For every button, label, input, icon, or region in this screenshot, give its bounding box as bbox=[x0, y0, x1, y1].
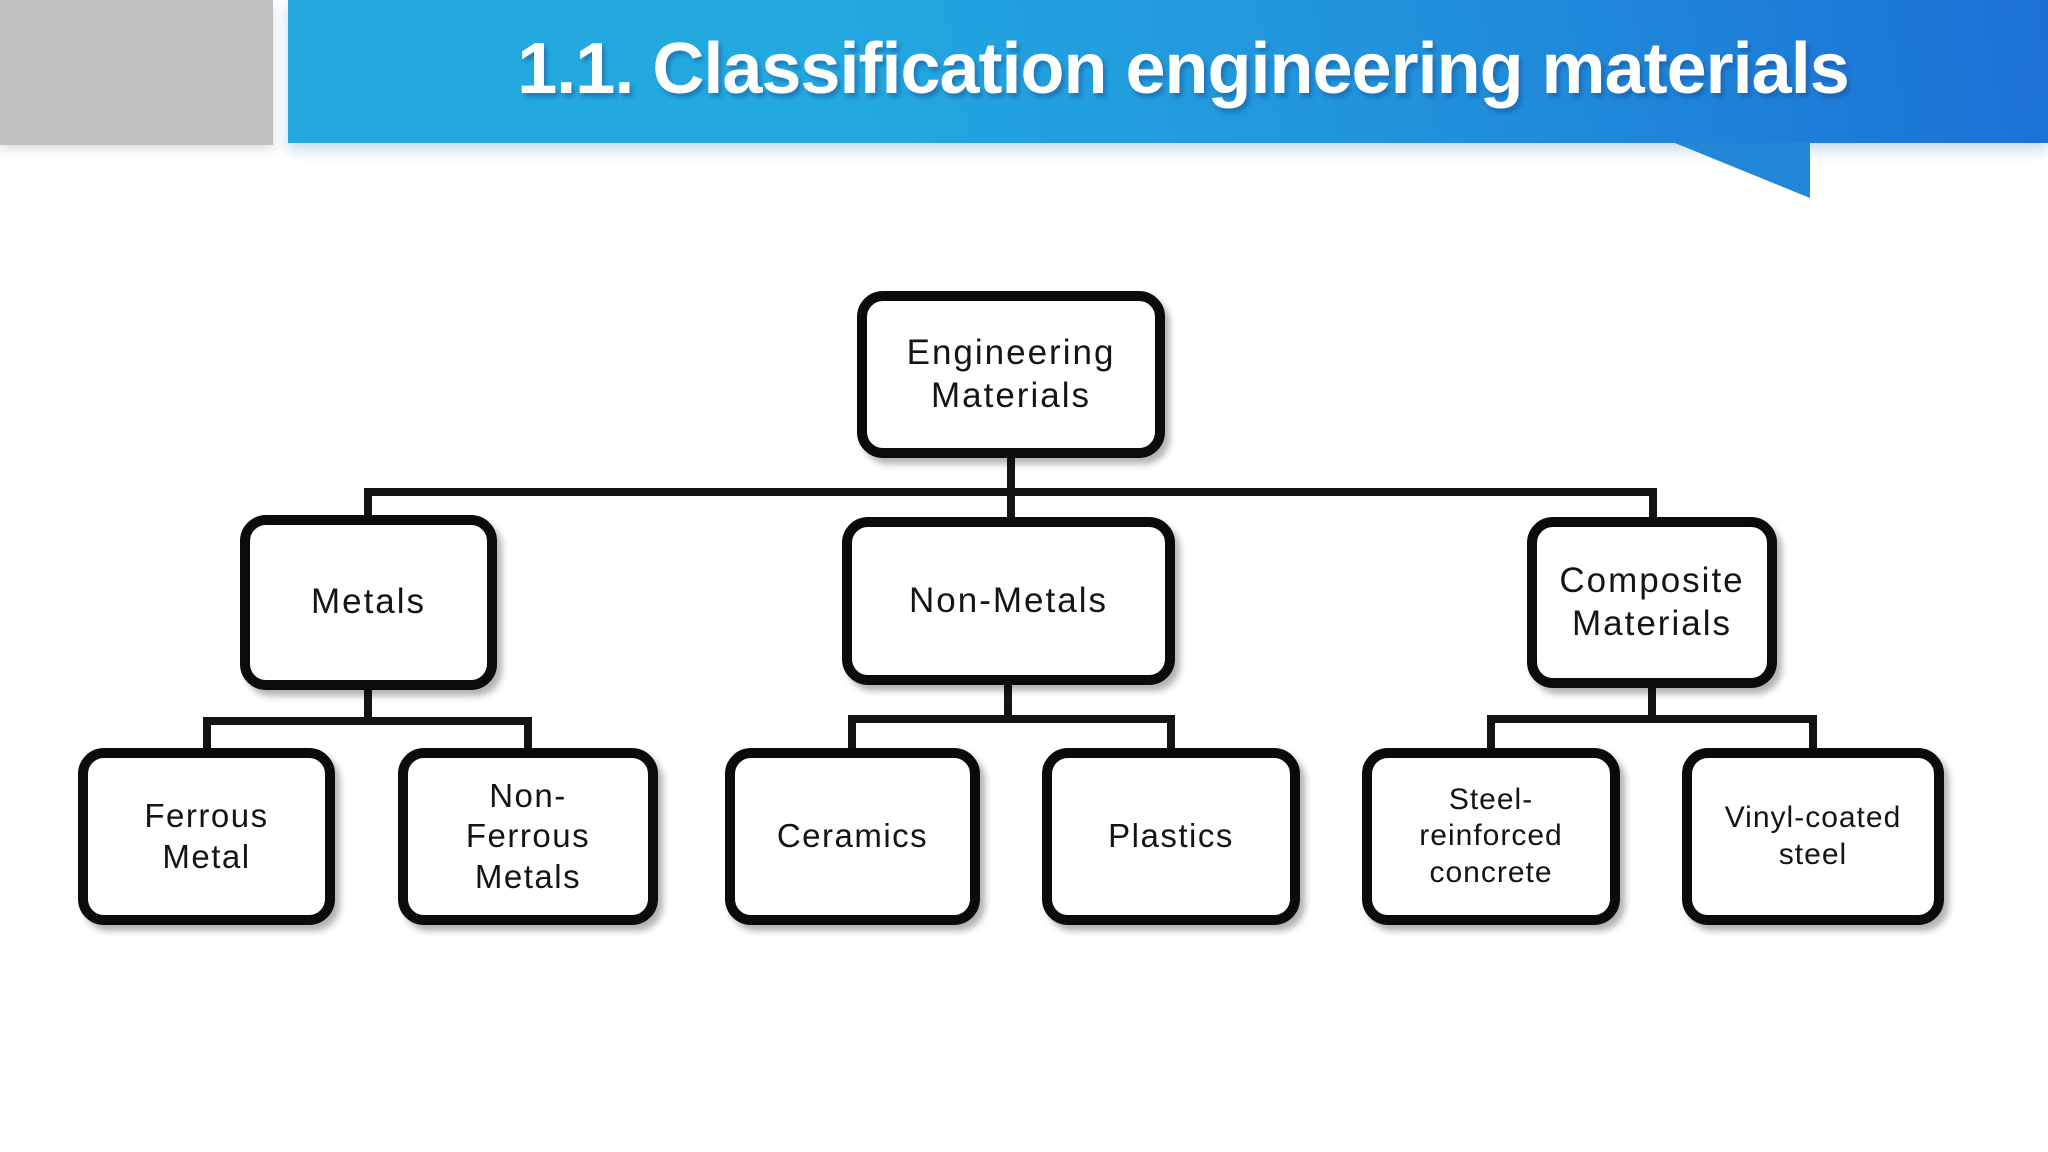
banner-tail-shape bbox=[1675, 143, 1810, 198]
node-vinyl-coated-steel: Vinyl-coated steel bbox=[1682, 748, 1944, 925]
slide-title: 1.1. Classification engineering material… bbox=[517, 28, 1849, 109]
node-metals: Metals bbox=[240, 515, 497, 690]
node-plastics: Plastics bbox=[1042, 748, 1300, 925]
title-banner: 1.1. Classification engineering material… bbox=[288, 0, 2048, 143]
node-engineering-materials: Engineering Materials bbox=[857, 291, 1165, 458]
gray-accent-block bbox=[0, 0, 273, 145]
node-composite-materials: Composite Materials bbox=[1527, 517, 1777, 688]
node-steel-reinforced-concrete: Steel- reinforced concrete bbox=[1362, 748, 1620, 925]
node-ceramics: Ceramics bbox=[725, 748, 980, 925]
node-non-metals: Non-Metals bbox=[842, 517, 1175, 685]
node-non-ferrous-metals: Non- Ferrous Metals bbox=[398, 748, 658, 925]
node-ferrous-metal: Ferrous Metal bbox=[78, 748, 335, 925]
